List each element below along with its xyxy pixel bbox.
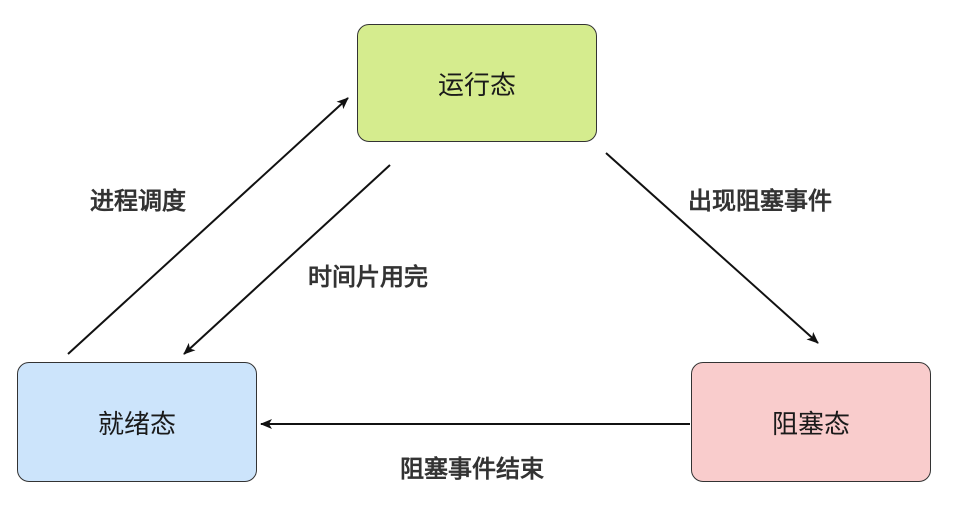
edge-ready-to-running [67, 97, 349, 355]
edge-running-to-blocked [605, 152, 819, 344]
node-blocked-label: 阻塞态 [771, 409, 850, 440]
edge-running-to-ready [183, 164, 391, 355]
edge-label-process-scheduling: 进程调度 [90, 187, 186, 215]
edge-label-time-slice-expired: 时间片用完 [308, 263, 428, 291]
edge-label-blocking-event-ended: 阻塞事件结束 [400, 455, 544, 483]
node-blocked-state: 阻塞态 [691, 362, 931, 482]
node-running-state: 运行态 [357, 24, 597, 142]
node-ready-label: 就绪态 [97, 409, 176, 440]
node-running-label: 运行态 [437, 70, 516, 101]
node-ready-state: 就绪态 [17, 362, 257, 482]
edge-label-blocking-event: 出现阻塞事件 [688, 187, 832, 215]
